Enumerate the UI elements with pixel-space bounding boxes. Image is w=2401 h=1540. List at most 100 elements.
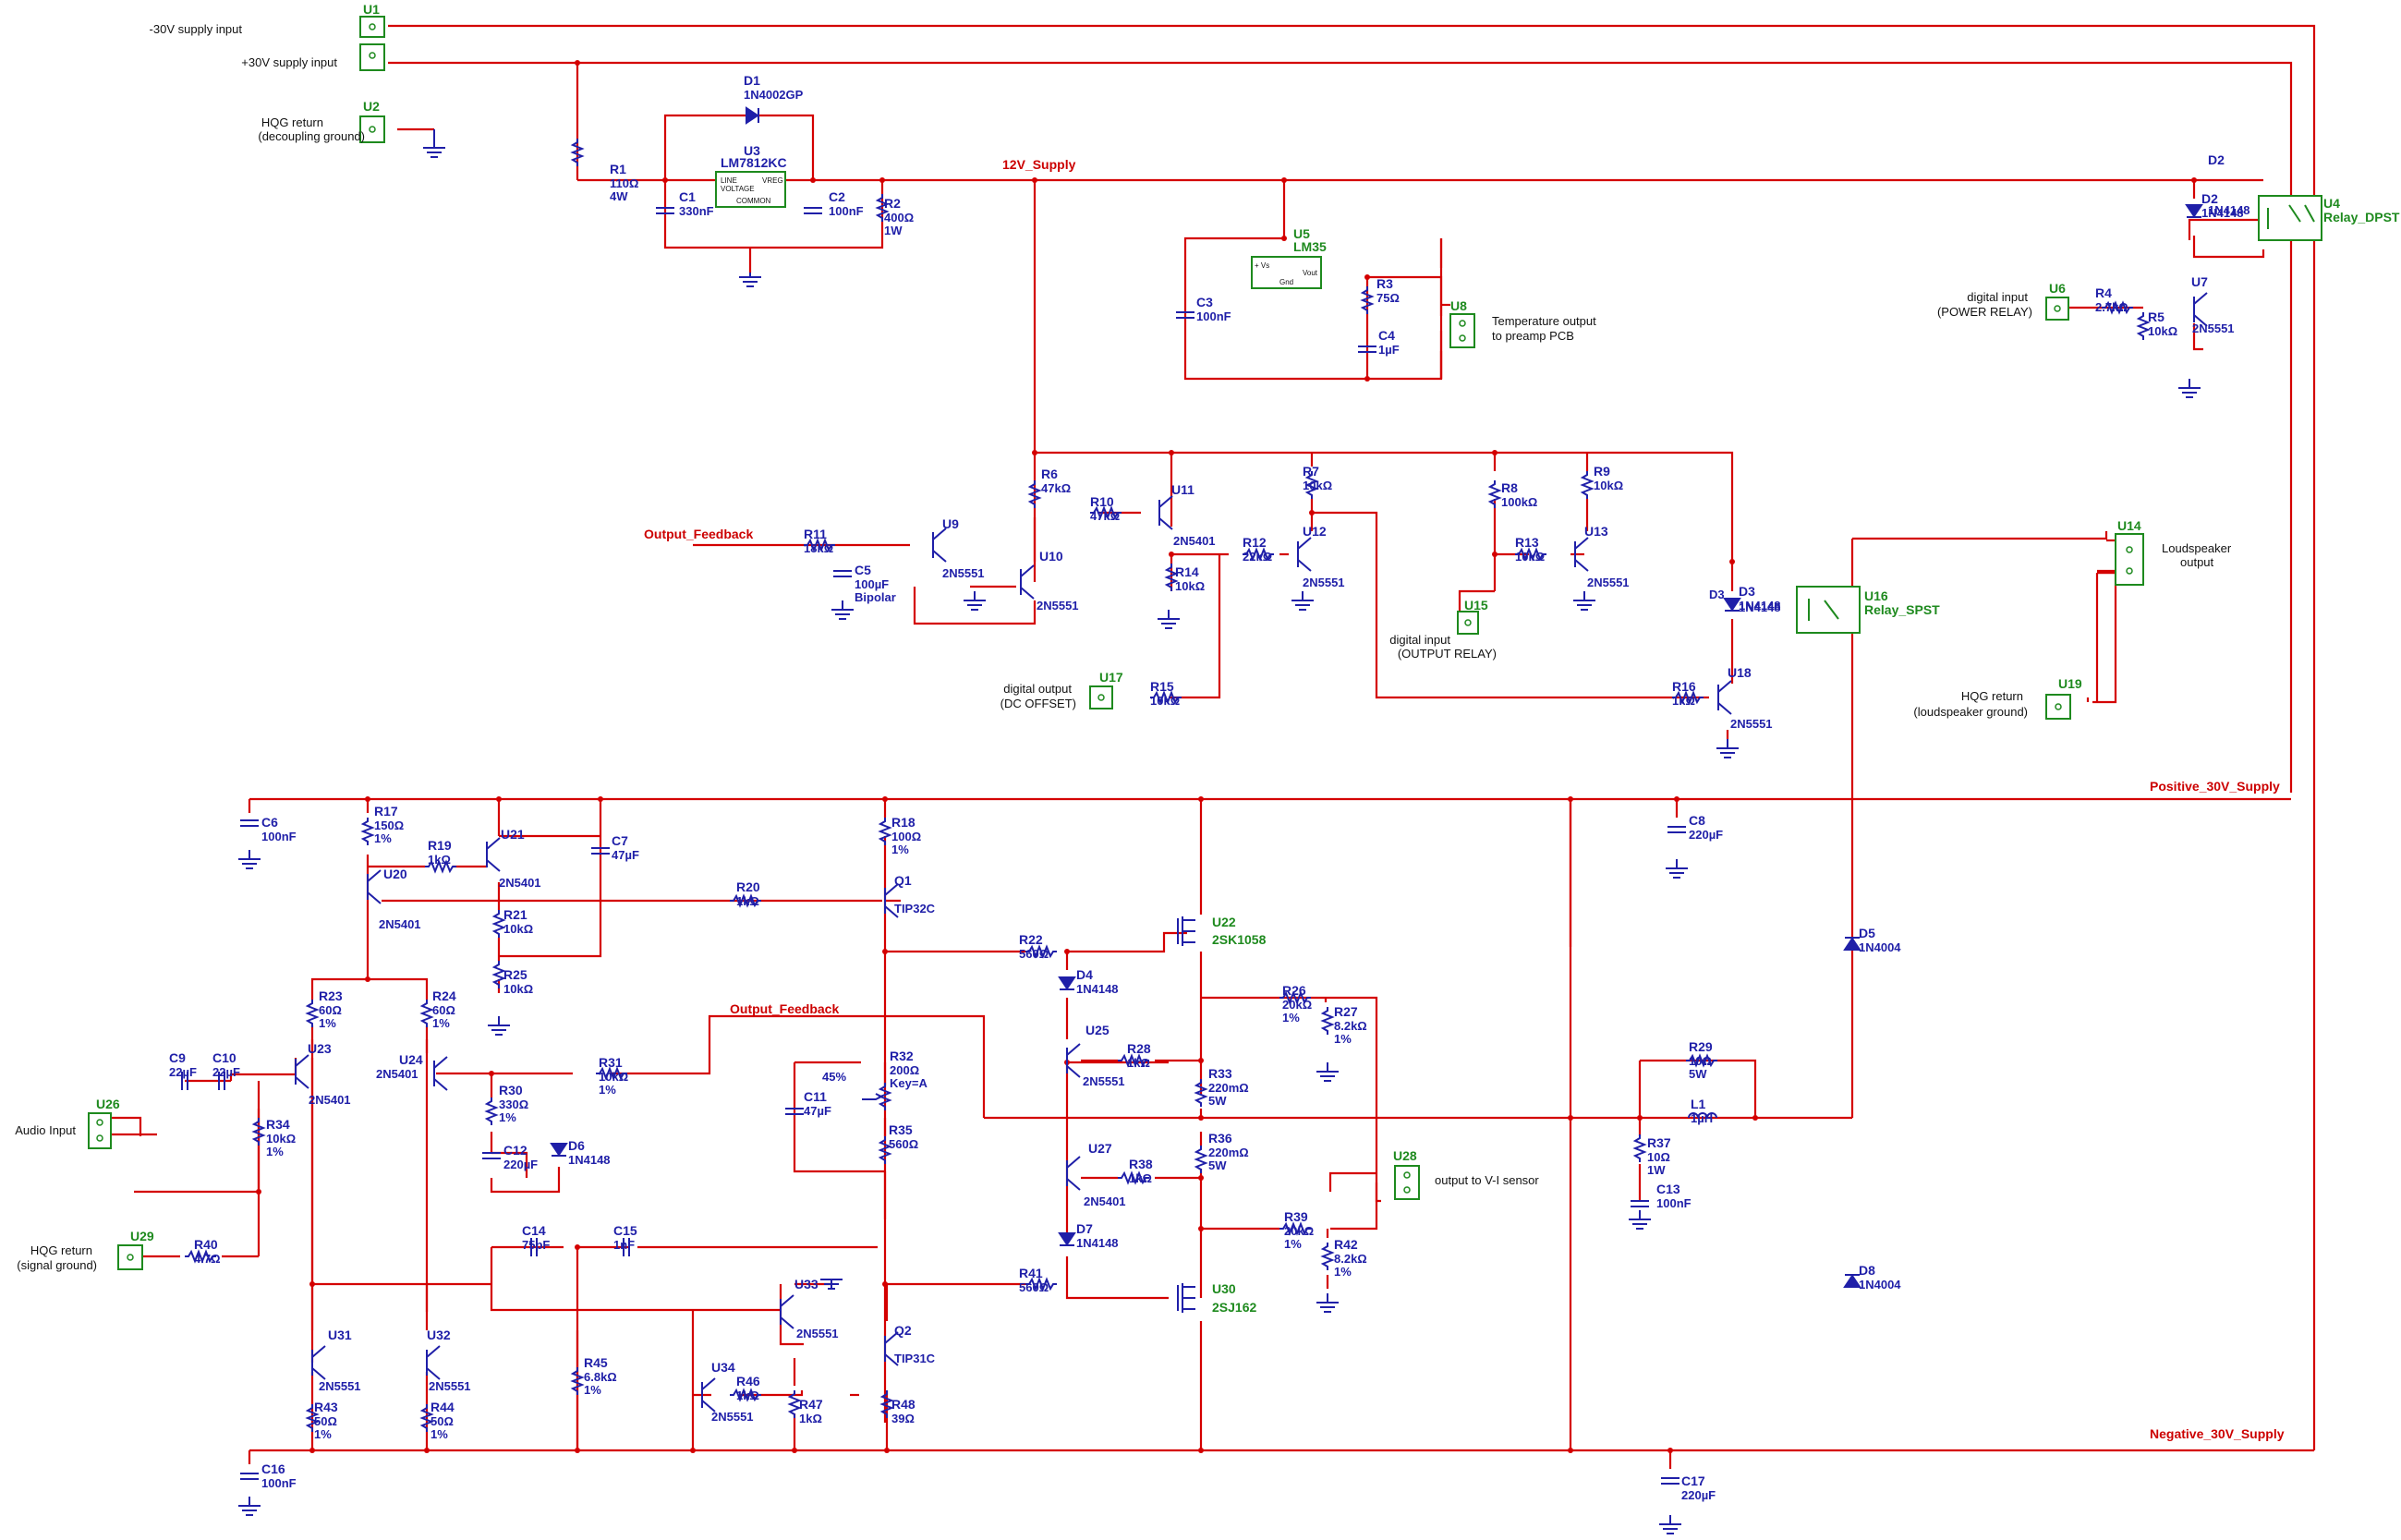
label-c1-ref: C1 [679, 189, 696, 204]
ground-symbol [1316, 1062, 1339, 1082]
label-u16-value: Relay_SPST [1864, 602, 1940, 617]
label-c5-extra: Bipolar [855, 590, 896, 604]
resistor-symbol [491, 961, 506, 988]
label-u4-ref: U4 [2323, 196, 2340, 211]
label-d4-ref: D4 [1076, 967, 1093, 982]
resistor-symbol [1025, 1277, 1057, 1291]
label-r45-ref: R45 [584, 1355, 608, 1370]
label-u20-ref: U20 [383, 867, 407, 881]
label-u18-value: 2N5551 [1730, 717, 1773, 731]
label-r2-ref: R2 [884, 196, 901, 211]
u5-pin-label: Vout [1303, 269, 1318, 277]
capacitor-symbol [804, 207, 822, 214]
label-c6-value: 100nF [261, 830, 297, 843]
label-l1-ref: L1 [1691, 1097, 1706, 1111]
resistor-symbol [730, 893, 761, 908]
label-c17-ref: C17 [1681, 1473, 1705, 1488]
resistor-symbol [878, 818, 892, 845]
label-u8-ref: U8 [1450, 298, 1467, 313]
label-r6-ref: R6 [1041, 467, 1058, 481]
connector-u14 [2115, 533, 2144, 586]
u3-pin-label: LINE [721, 176, 737, 185]
label-r7-value: 10kΩ [1303, 479, 1332, 492]
label-r36-value: 220mΩ [1208, 1146, 1249, 1159]
label-r9-ref: R9 [1594, 464, 1610, 479]
label-u25-ref: U25 [1085, 1023, 1110, 1037]
label-u13-value: 2N5551 [1587, 576, 1630, 589]
label-u26-text: Audio Input [15, 1123, 76, 1137]
resistor-symbol [879, 1390, 894, 1418]
connector-u6 [2045, 297, 2069, 321]
capacitor-symbol [240, 819, 259, 827]
component-symbols [181, 106, 2208, 1485]
resistor-symbol [1090, 505, 1122, 520]
resistor-symbol [419, 1404, 434, 1432]
label-u3-value: LM7812KC [721, 155, 787, 170]
u5-pin-label: + Vs [1255, 261, 1269, 270]
label-c13-ref: C13 [1656, 1182, 1680, 1196]
u5-pin-label: Gnd [1279, 278, 1293, 286]
resistor-symbol [1320, 1243, 1335, 1270]
label-r43-value: 50Ω [314, 1414, 337, 1428]
label-r37-value: 10Ω [1647, 1150, 1670, 1164]
label-r17-ref: R17 [374, 804, 398, 819]
label-d2-ref: D2 [2201, 191, 2218, 206]
label-r17-extra: 1% [374, 831, 392, 845]
label-r26-ref: R26 [1282, 983, 1306, 998]
label-u1-ref: U1 [363, 2, 380, 17]
resistor-symbol [878, 1136, 892, 1164]
label-u7-ref: U7 [2191, 274, 2208, 289]
label-l1-value: 1µH [1691, 1111, 1713, 1125]
label-d2-ref: D2 [2208, 152, 2225, 167]
resistor-symbol [484, 1097, 499, 1125]
label-r36-ref: R36 [1208, 1131, 1232, 1146]
label-c10-ref: C10 [212, 1050, 236, 1065]
label-r2-extra: 1W [884, 224, 903, 237]
label-u15-text: (OUTPUT RELAY) [1398, 647, 1497, 661]
label-d6-ref: D6 [568, 1138, 585, 1153]
label-r31-value: 10kΩ [599, 1070, 628, 1084]
net-label-positive-30v: Positive_30V_Supply [2150, 779, 2280, 794]
regulator-body [715, 171, 786, 208]
label-r18-extra: 1% [891, 843, 909, 856]
label-r23-value: 60Ω [319, 1003, 342, 1017]
label-u12-ref: U12 [1303, 524, 1327, 539]
label-r28-ref: R28 [1127, 1041, 1151, 1056]
label-r23-ref: R23 [319, 988, 343, 1003]
ground-symbol [1716, 739, 1739, 758]
connectors [88, 16, 2322, 1270]
pnp-transistor-symbol [486, 837, 501, 872]
label-r18-ref: R18 [891, 815, 916, 830]
capacitor-symbol [530, 1238, 538, 1256]
label-r40-value: 4.7Ω [194, 1252, 221, 1266]
capacitor-symbol [1667, 826, 1686, 833]
label-u19-text: HQG return [1961, 689, 2023, 703]
label-u33-ref: U33 [794, 1277, 819, 1291]
u3-pin-label: VOLTAGE [721, 185, 755, 193]
label-c5-ref: C5 [855, 563, 871, 577]
pnp-transistor-symbol [1158, 495, 1173, 530]
resistor-symbol [1515, 547, 1546, 562]
label-r46-ref: R46 [736, 1374, 760, 1388]
npn-transistor-symbol [701, 1377, 716, 1413]
label-c4-ref: C4 [1378, 328, 1395, 343]
label-u22-ref: U22 [1212, 915, 1236, 929]
label-u14-text: output [2180, 555, 2214, 569]
label-r28-value: 1kΩ [1127, 1056, 1150, 1070]
resistor-symbol [2136, 312, 2151, 340]
resistor-symbol [1194, 1079, 1208, 1107]
label-r34-extra: 1% [266, 1145, 284, 1158]
label-q2-value: TIP31C [894, 1352, 936, 1365]
label-r16-value: 1kΩ [1672, 694, 1695, 708]
ground-symbol [423, 129, 445, 158]
pnp-transistor-symbol [295, 1054, 309, 1089]
label-u11-value: 2N5401 [1173, 534, 1216, 548]
label-r30-value: 330Ω [499, 1097, 528, 1111]
label-u21-ref: U21 [501, 827, 525, 842]
label-u17-text: (DC OFFSET) [1000, 697, 1076, 710]
label-u15-text: digital input [1389, 633, 1450, 647]
resistor-symbol [1672, 690, 1704, 705]
ic-bodies [715, 171, 1322, 289]
connector-u15 [1457, 611, 1479, 635]
label-r31-ref: R31 [599, 1055, 623, 1070]
